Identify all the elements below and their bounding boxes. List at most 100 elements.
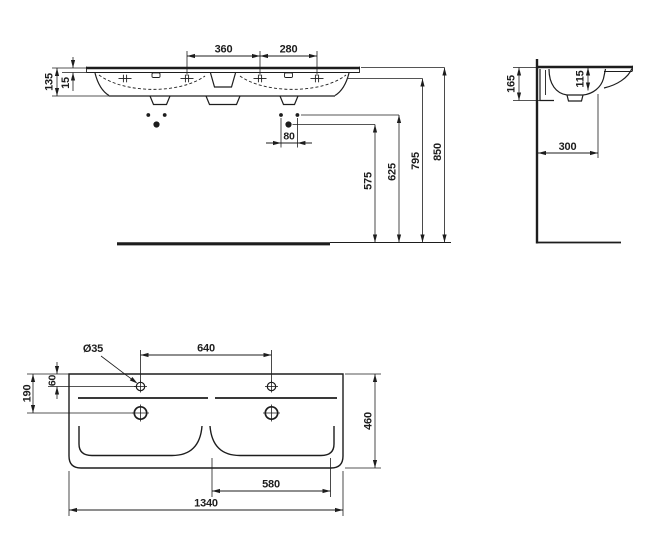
dim-115-shape: [585, 67, 591, 76]
dim-label-135: 135: [44, 73, 56, 91]
bowl-hidden-edge-right: [239, 74, 347, 90]
dim-640-shape: [140, 352, 149, 358]
dim-80: 80: [266, 118, 312, 148]
dim-460-shape: [372, 460, 378, 468]
dim-label-1340: 1340: [194, 498, 218, 510]
dim-795: 795: [410, 78, 425, 243]
overflow-marker-right: [284, 72, 293, 78]
dim-300-shape: [538, 150, 546, 156]
dim-diameter-35: Ø35: [83, 343, 138, 384]
front-apron-edge: [603, 68, 633, 89]
dim-190-shape: [30, 374, 36, 382]
tap-cross-marker: [180, 74, 194, 83]
floor-line-front: [117, 242, 451, 246]
dim-60-shape: [54, 386, 60, 395]
dim-190-shape: [30, 405, 36, 413]
dim-60: 60: [27, 362, 136, 399]
dim-850: 850: [432, 67, 447, 243]
dim-850-shape: [442, 234, 447, 243]
tap-cross-marker: [310, 74, 324, 83]
front-view: 360 280 135 15 80: [44, 44, 451, 246]
dim-300: 300: [537, 94, 599, 158]
dim-460: 460: [345, 373, 381, 469]
drain-stub-left: [149, 95, 171, 106]
dim-label-795: 795: [410, 152, 422, 170]
dim-165-shape: [516, 92, 522, 101]
tap-hole-markers-front: [118, 72, 324, 83]
dim-1340-shape: [69, 507, 77, 513]
dim-label-80: 80: [283, 131, 295, 143]
fixing-hole-dot: [279, 113, 283, 117]
dim-115: 115: [575, 67, 591, 91]
dim-165: 165: [506, 67, 554, 101]
drain-hole-left: [132, 404, 149, 422]
dim-label-625: 625: [387, 163, 399, 181]
dim-360-280-shape: [252, 53, 260, 59]
height-dimensions: 575 625 795 850: [292, 67, 447, 243]
dim-80-shape: [297, 140, 306, 146]
dim-135: 135: [44, 67, 109, 97]
overflow-marker-left: [151, 72, 161, 78]
basin-plan-outline: [68, 373, 344, 469]
fixing-hole-dot: [162, 113, 167, 117]
dim-575-shape: [372, 234, 378, 243]
dim-625-shape: [396, 234, 402, 243]
dim-diameter-35-shape: [100, 355, 137, 383]
dim-label-575: 575: [363, 172, 375, 190]
tap-cross-marker: [118, 74, 132, 83]
dim-label-15: 15: [60, 77, 72, 89]
basin-front-outline: [86, 66, 360, 106]
dim-label-580: 580: [262, 479, 280, 491]
bowl-plan-right: [209, 425, 335, 457]
dim-15: 15: [60, 57, 86, 91]
center-support: [205, 95, 241, 106]
dim-60-shape: [54, 366, 60, 374]
dim-640: 640: [140, 343, 272, 382]
mounting-holes-front: [146, 113, 300, 128]
dim-360-280-shape: [187, 53, 195, 59]
dim-label-640: 640: [197, 343, 215, 355]
dim-360-280-shape: [309, 53, 317, 59]
basin-front-outline-shape: [94, 72, 110, 97]
dim-625: 625: [387, 115, 402, 243]
dim-label-165: 165: [506, 75, 518, 93]
waste-hole-dot: [285, 121, 292, 128]
dim-575-shape: [372, 124, 378, 133]
tap-hole-left: [134, 380, 147, 393]
dim-80-shape: [273, 140, 281, 146]
dim-300-shape: [590, 150, 598, 156]
tap-cross-marker: [253, 74, 267, 83]
dim-795-shape: [420, 234, 425, 243]
dim-135-shape: [54, 68, 60, 76]
dim-15-shape: [70, 60, 76, 68]
fixing-hole-dot: [146, 113, 151, 117]
dim-1340: 1340: [68, 471, 344, 516]
dim-label-850: 850: [432, 143, 444, 161]
basin-front-outline-shape: [334, 72, 350, 97]
dim-115-shape: [585, 82, 591, 91]
dim-580-shape: [322, 488, 331, 494]
dim-label-280: 280: [280, 44, 298, 56]
dim-580-shape: [212, 488, 220, 494]
drain-hole-right: [263, 404, 280, 422]
dim-850-shape: [442, 67, 447, 76]
dim-640-shape: [263, 352, 272, 358]
dim-1340-shape: [335, 507, 343, 513]
dim-190: 190: [22, 374, 134, 414]
dim-label-dia35: Ø35: [83, 343, 103, 355]
bowl-divider-saddle: [209, 72, 237, 88]
dim-135-shape: [54, 88, 60, 96]
dim-575: 575: [363, 124, 378, 243]
dim-360-280: 360 280: [186, 44, 318, 76]
dim-360-280-shape: [260, 53, 268, 59]
dim-165-shape: [516, 67, 522, 76]
bowl-plan-left: [78, 425, 203, 457]
dim-15-shape: [70, 72, 76, 81]
dim-795-shape: [420, 78, 425, 87]
waste-hole-dot: [153, 121, 160, 128]
side-view: 165 115 300: [506, 59, 633, 244]
drain-stub-side: [566, 94, 584, 102]
dim-460-shape: [372, 374, 378, 382]
